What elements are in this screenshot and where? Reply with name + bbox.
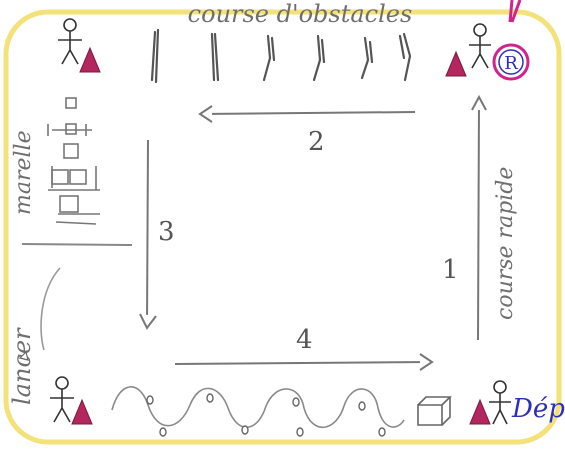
figure-bottom-left — [50, 376, 74, 423]
cone-top-right — [445, 50, 467, 77]
label-depart: Dép — [511, 394, 565, 424]
slalom-path — [111, 386, 405, 429]
label-course-rapide: course rapide — [493, 167, 518, 320]
label-marelle: marelle — [11, 130, 36, 215]
label-lancer: lancer — [8, 327, 36, 405]
cone-bottom-left — [71, 398, 93, 425]
number-1: 1 — [442, 255, 459, 285]
throw-marker — [18, 350, 29, 361]
marker-r: R — [492, 0, 530, 81]
arrow-3 — [139, 139, 157, 330]
number-4: 4 — [296, 325, 313, 355]
figure-bottom-right — [489, 380, 511, 425]
slalom-cone — [296, 427, 304, 437]
arrow-2 — [198, 105, 416, 123]
hurdle — [150, 28, 160, 84]
number-2: 2 — [308, 127, 325, 157]
arrow-4 — [174, 353, 434, 371]
slalom-cone — [292, 397, 300, 407]
slalom-cone — [159, 427, 167, 437]
title-course-obstacles: course d'obstacles — [188, 0, 413, 28]
hurdle — [262, 34, 276, 82]
number-3: 3 — [158, 217, 175, 247]
cone-bottom-right — [469, 398, 491, 425]
slalom-cones — [146, 393, 386, 437]
hurdle — [360, 36, 374, 80]
arrow-1 — [471, 94, 487, 341]
marker-r-label: R — [504, 53, 518, 74]
slalom-cone — [146, 395, 154, 405]
box — [417, 396, 452, 426]
slalom-cone — [241, 425, 249, 435]
hurdle — [398, 32, 412, 82]
cone-top-left — [79, 46, 101, 73]
figure-top-left — [58, 18, 82, 65]
hurdle — [312, 34, 326, 82]
hurdles — [150, 28, 412, 84]
hopscotch — [47, 97, 100, 225]
slalom-cone — [206, 393, 214, 403]
throw-arc — [40, 267, 61, 351]
left-divider — [21, 243, 133, 246]
hurdle — [210, 32, 220, 82]
slalom-cone — [358, 401, 366, 411]
field-border — [3, 9, 562, 445]
slalom-cone — [378, 427, 386, 437]
figure-top-right — [469, 23, 491, 69]
